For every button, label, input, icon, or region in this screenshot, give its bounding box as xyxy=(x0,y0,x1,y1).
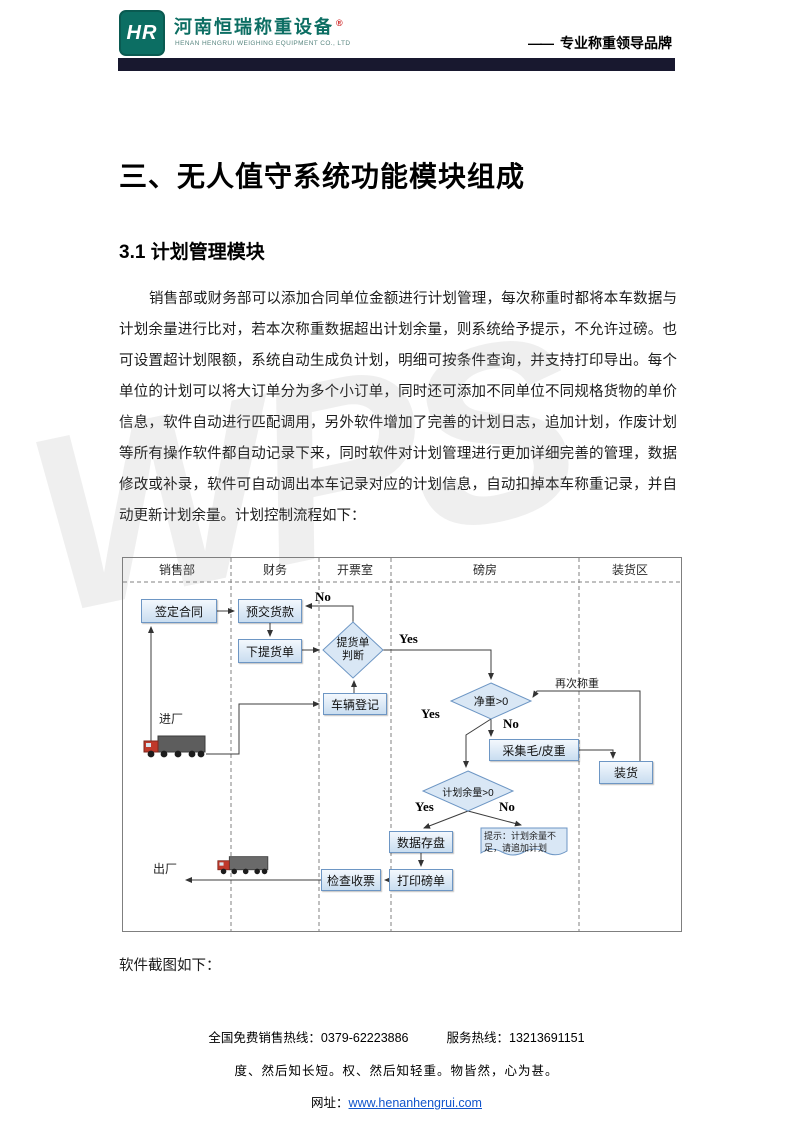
body-paragraph: 销售部或财务部可以添加合同单位金额进行计划管理，每次称重时都将本车数据与计划余量… xyxy=(119,291,677,524)
lane-finance: 财务 xyxy=(262,563,287,577)
branch-no-balance: No xyxy=(499,799,515,814)
flowchart-canvas xyxy=(123,558,681,931)
node-delivery-order: 下提货单 xyxy=(238,639,302,663)
branch-no-order: No xyxy=(315,589,331,604)
node-vehicle-register: 车辆登记 xyxy=(323,693,387,715)
branch-yes-order: Yes xyxy=(399,631,418,646)
company-name: 河南恒瑞称重设备® xyxy=(174,17,345,37)
order-check-diamond xyxy=(322,621,384,679)
section-title: 3.1 计划管理模块 xyxy=(119,242,265,263)
logo-monogram: HR xyxy=(126,21,158,44)
company-name-english: HENAN HENGRUI WEIGHING EQUIPMENT CO., LT… xyxy=(175,40,351,47)
brand-slogan: —— 专业称重领导品牌 xyxy=(528,33,672,53)
plan-control-flowchart: 销售部 财务 开票室 磅房 装货区 签定合同 预交货款 下提货单 车辆登记 采集… xyxy=(122,557,682,932)
label-enter-factory: 进厂 xyxy=(159,712,184,726)
header-divider-bar xyxy=(118,58,675,71)
label-exit-factory: 出厂 xyxy=(153,862,178,876)
slogan-dash: —— xyxy=(528,35,554,51)
service-hotline: 服务热线：13213691151 xyxy=(446,1031,585,1045)
label-reweigh: 再次称重 xyxy=(555,678,599,690)
node-collect-weight: 采集毛/皮重 xyxy=(489,739,579,761)
footer-website: 网址：www.henanhengrui.com xyxy=(0,1092,793,1111)
prompt-document-shape xyxy=(480,827,568,856)
plan-balance-diamond xyxy=(421,770,515,812)
label-prompt-note: 提示：计划余量不足，请追加计划 xyxy=(484,831,557,853)
node-print-ticket: 打印磅单 xyxy=(389,869,453,891)
label-plan-balance-check: 计划余量>0 xyxy=(442,787,494,799)
slogan-text: 专业称重领导品牌 xyxy=(560,35,672,51)
branch-yes-netweight: Yes xyxy=(421,706,440,721)
website-link[interactable]: www.henanhengrui.com xyxy=(348,1096,482,1110)
node-prepay: 预交货款 xyxy=(238,599,302,623)
company-logo: HR xyxy=(119,10,165,56)
lane-loading-area: 装货区 xyxy=(611,563,648,577)
lane-billing: 开票室 xyxy=(336,563,373,577)
net-weight-diamond xyxy=(449,682,533,720)
lane-sales: 销售部 xyxy=(158,563,195,577)
registered-trademark-icon: ® xyxy=(336,18,345,28)
truck-exiting-image xyxy=(217,856,269,875)
branch-no-netweight: No xyxy=(503,716,519,731)
branch-yes-balance: Yes xyxy=(415,799,434,814)
sales-hotline: 全国免费销售热线：0379-62223886 xyxy=(208,1031,409,1045)
node-loading: 装货 xyxy=(599,761,653,784)
footer-hotlines: 全国免费销售热线：0379-62223886 服务热线：13213691151 xyxy=(0,1027,793,1046)
node-sign-contract: 签定合同 xyxy=(141,599,217,623)
label-order-check: 提货单 判断 xyxy=(336,636,370,662)
lane-weighhouse: 磅房 xyxy=(472,563,497,577)
website-label: 网址： xyxy=(311,1096,349,1110)
label-net-weight-check: 净重>0 xyxy=(473,696,509,708)
decision-diamonds xyxy=(322,621,533,812)
truck-entering-image xyxy=(143,735,206,758)
page-title: 三、无人值守系统功能模块组成 xyxy=(119,161,526,192)
footer-motto: 度、然后知长短。权、然后知轻重。物皆然，心为甚。 xyxy=(234,1064,559,1078)
node-save-data: 数据存盘 xyxy=(389,831,453,853)
flow-connectors xyxy=(148,603,641,883)
screenshot-note: 软件截图如下： xyxy=(119,958,221,974)
node-check-ticket: 检查收票 xyxy=(321,869,381,891)
